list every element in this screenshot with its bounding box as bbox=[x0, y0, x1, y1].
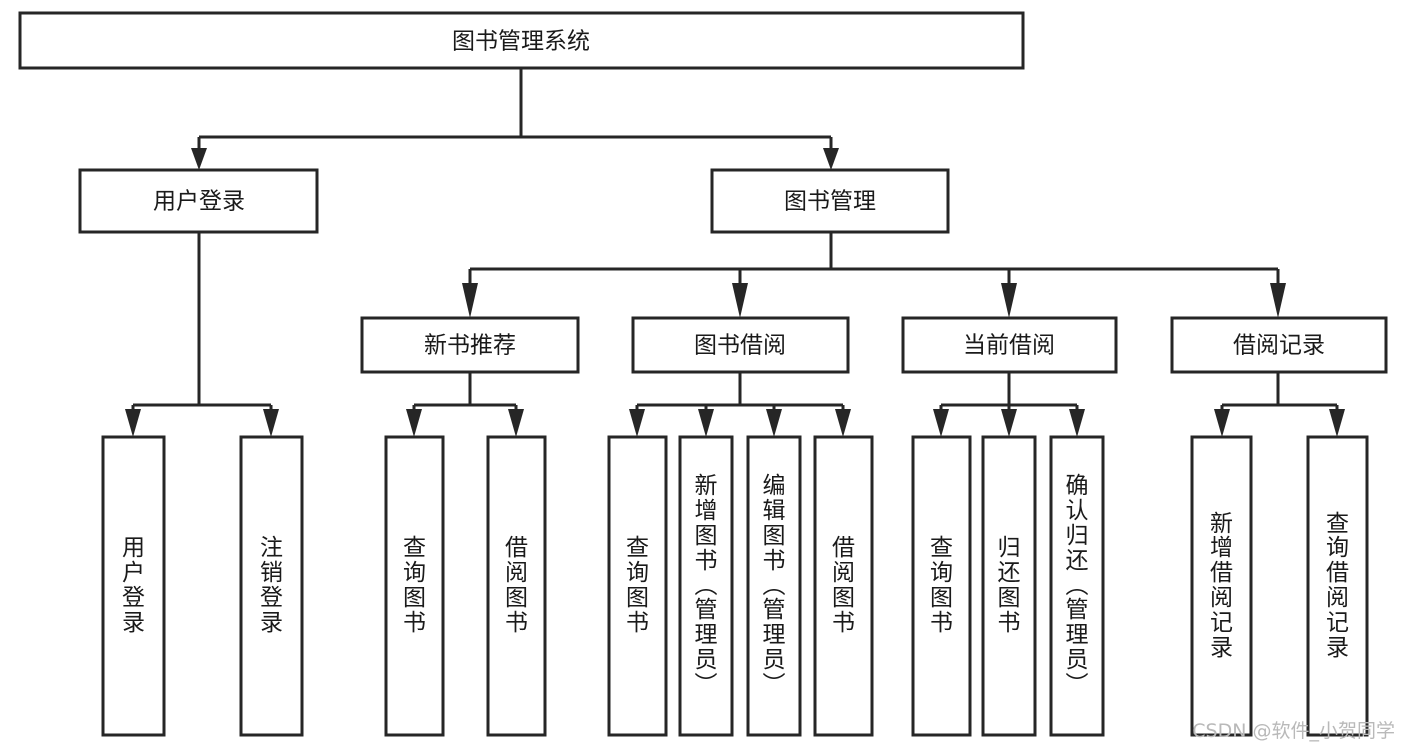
arrow-head-book-manage bbox=[823, 148, 839, 170]
connector-root-to-level2 bbox=[191, 68, 839, 170]
leaf-box-currentborrow-query[interactable] bbox=[911, 435, 972, 737]
node-new-book-recommend[interactable]: 新书推荐 bbox=[360, 316, 580, 374]
arrow-head-new-book bbox=[462, 283, 478, 318]
arrow-head-user-login-leaf-1 bbox=[125, 409, 141, 437]
arrow-head-borrow-record-leaf-2 bbox=[1329, 409, 1345, 437]
node-borrow-record-label: 借阅记录 bbox=[1233, 333, 1325, 359]
node-new-book-recommend-label: 新书推荐 bbox=[424, 333, 516, 359]
node-borrow-record-box bbox=[1170, 316, 1388, 374]
arrow-head-new-book-leaf-2 bbox=[508, 409, 524, 437]
node-root-system[interactable]: 图书管理系统 bbox=[18, 11, 1025, 70]
arrow-head-book-borrow-leaf-4 bbox=[835, 409, 851, 437]
arrow-head-new-book-leaf-1 bbox=[406, 409, 422, 437]
arrow-head-book-borrow-leaf-3 bbox=[766, 409, 782, 437]
node-user-login-label: 用户登录 bbox=[153, 189, 245, 215]
leaf-box-bookborrow-query[interactable] bbox=[607, 435, 668, 737]
leaf-box-newbook-query[interactable] bbox=[384, 435, 445, 737]
arrow-head-current-borrow-leaf-3 bbox=[1069, 409, 1085, 437]
connector-new-book-to-leaves bbox=[406, 372, 524, 437]
node-new-book-recommend-box bbox=[360, 316, 580, 374]
arrow-head-user-login-leaf-2 bbox=[263, 409, 279, 437]
connector-borrow-record-to-leaves bbox=[1214, 372, 1345, 437]
arrow-head-book-borrow-leaf-2 bbox=[698, 409, 714, 437]
arrow-head-current-borrow-leaf-1 bbox=[933, 409, 949, 437]
node-root-system-label: 图书管理系统 bbox=[452, 29, 590, 55]
node-book-borrow[interactable]: 图书借阅 bbox=[631, 316, 850, 374]
arrow-head-book-borrow bbox=[732, 283, 748, 318]
leaf-box-bookborrow-borrow[interactable] bbox=[813, 435, 874, 737]
connector-user-login-to-leaves bbox=[125, 232, 279, 437]
node-borrow-record[interactable]: 借阅记录 bbox=[1170, 316, 1388, 374]
arrow-head-current-borrow-leaf-2 bbox=[1001, 409, 1017, 437]
arrow-head-user-login bbox=[191, 148, 207, 170]
arrow-head-current-borrow bbox=[1001, 283, 1017, 318]
node-current-borrow[interactable]: 当前借阅 bbox=[901, 316, 1118, 374]
node-current-borrow-box bbox=[901, 316, 1118, 374]
leaf-box-currentborrow-confirm[interactable] bbox=[1049, 435, 1105, 737]
leaf-box-user-login-logout[interactable] bbox=[239, 435, 304, 737]
node-book-management-box bbox=[710, 168, 950, 234]
leaf-box-bookborrow-add[interactable] bbox=[678, 435, 734, 737]
node-book-management[interactable]: 图书管理 bbox=[710, 168, 950, 234]
leaf-box-record-add[interactable] bbox=[1190, 435, 1253, 737]
connector-book-manage-to-level3 bbox=[462, 232, 1286, 318]
node-book-borrow-label: 图书借阅 bbox=[694, 333, 786, 359]
node-user-login[interactable]: 用户登录 bbox=[78, 168, 319, 234]
node-current-borrow-label: 当前借阅 bbox=[963, 333, 1055, 359]
leaf-box-bookborrow-edit[interactable] bbox=[746, 435, 802, 737]
leaf-box-currentborrow-return[interactable] bbox=[981, 435, 1037, 737]
arrow-head-book-borrow-leaf-1 bbox=[629, 409, 645, 437]
leaf-box-newbook-borrow[interactable] bbox=[486, 435, 547, 737]
connector-book-borrow-to-leaves bbox=[629, 372, 851, 437]
connector-current-borrow-to-leaves bbox=[933, 372, 1085, 437]
node-root-system-box bbox=[18, 11, 1025, 70]
node-book-management-label: 图书管理 bbox=[784, 189, 876, 215]
arrow-head-borrow-record bbox=[1270, 283, 1286, 318]
leaf-box-user-login-login[interactable] bbox=[101, 435, 166, 737]
node-user-login-box bbox=[78, 168, 319, 234]
arrow-head-borrow-record-leaf-1 bbox=[1214, 409, 1230, 437]
leaf-box-record-query[interactable] bbox=[1306, 435, 1369, 737]
node-book-borrow-box bbox=[631, 316, 850, 374]
